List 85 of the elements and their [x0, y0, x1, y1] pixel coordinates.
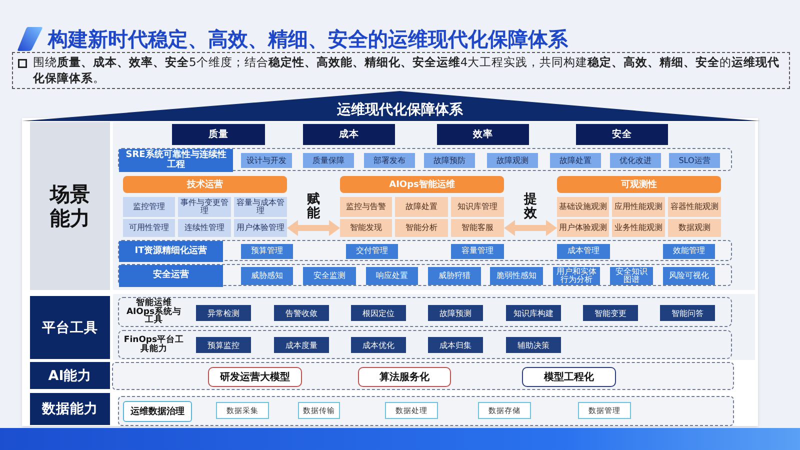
item-box: 根因定位 [351, 305, 406, 321]
item-box: 成本优化 [351, 337, 406, 353]
item-box: 辅助决策 [506, 337, 561, 353]
item-box: 成本归集 [428, 337, 483, 353]
item-box: 监控管理 [123, 197, 175, 217]
edge-label: 提效 [524, 193, 538, 221]
item-box: 容量管理 [451, 244, 504, 259]
item-box: 故障观测 [487, 153, 538, 168]
item-box: 容量与成本管理 [234, 197, 287, 217]
header-tab: 安全 [576, 124, 668, 145]
rounded-box: 模型工程化 [522, 367, 616, 387]
group-header: 技术运营 [123, 176, 287, 193]
dashed-group [118, 240, 732, 261]
item-box: 用户体验管理 [234, 219, 287, 237]
section-label: 平台工具 [30, 296, 110, 359]
item-box: SLO运营 [669, 153, 720, 168]
rounded-box: 研发运营大模型 [208, 367, 302, 387]
item-box: 应用性能观测 [612, 197, 665, 217]
item-box: 效能管理 [663, 244, 715, 259]
item-box: 风险可视化 [663, 267, 715, 285]
item-box: 用户和实体行为分析 [553, 267, 600, 285]
item-box: 智能分析 [395, 219, 448, 237]
item-box: 安全监测 [303, 267, 356, 285]
section-label: 场景能力 [30, 122, 110, 290]
item-box: 故障处置 [550, 153, 601, 168]
item-box: 告警收敛 [274, 305, 329, 321]
header-tab: 效率 [437, 124, 529, 145]
rounded-box: 算法服务化 [358, 367, 451, 387]
item-box: 部署发布 [364, 153, 415, 168]
item-box: 威胁狩猎 [428, 267, 481, 285]
header-tab: 成本 [303, 124, 395, 145]
row-header: 运维数据治理 [123, 401, 192, 422]
item-box: 故障预防 [424, 153, 475, 168]
item-box: 异常检测 [196, 305, 251, 321]
section-label: AI能力 [30, 362, 110, 389]
item-box: 预算监控 [196, 337, 251, 353]
item-box: 用户体验观测 [557, 219, 609, 237]
header-tab: 质量 [172, 124, 265, 145]
item-box: 威胁感知 [241, 267, 293, 285]
item-box: 容器性能观测 [668, 197, 721, 217]
item-box: 知识库管理 [451, 197, 504, 217]
section-label: 数据能力 [30, 393, 110, 425]
item-box: 响应处置 [366, 267, 418, 285]
item-box: 成本度量 [274, 337, 329, 353]
item-box: 基础设施观测 [557, 197, 609, 217]
row-header: IT资源精细化运营 [119, 241, 223, 262]
item-box: 成本管理 [557, 244, 610, 259]
item-box: 监控与告警 [340, 197, 392, 217]
double-arrow [287, 220, 340, 236]
dashed-group [118, 396, 734, 426]
item-box: 脆弱性感知 [490, 267, 543, 285]
item-box: 故障处置 [395, 197, 448, 217]
item-box: 可用性管理 [123, 219, 175, 237]
item-box: 智能问答 [660, 305, 715, 321]
edge-label: 赋能 [306, 193, 320, 221]
note-text: 围绕质量、成本、效率、安全5个维度；结合稳定性、高效能、精细化、安全运维4大工程实践，共同构建稳定、高效、精细、安全的运维现代化保障体系。 [33, 54, 781, 86]
item-box: 智能变更 [583, 305, 638, 321]
item-box: 交付管理 [346, 244, 398, 259]
item-box: 智能客服 [451, 219, 504, 237]
roof-banner: 运维现代化保障体系 [22, 90, 760, 121]
item-box: 优化改进 [610, 153, 661, 168]
item-box: 数据观测 [668, 219, 721, 237]
item-box: 智能发现 [340, 219, 392, 237]
group-header: AIOps智能运维 [340, 176, 504, 193]
dashed-group [118, 148, 732, 171]
item-box: 连续性管理 [178, 219, 231, 237]
item-box: 故障预测 [428, 305, 483, 321]
dashed-group [118, 297, 732, 327]
group-label: 智能运维AIOps系统与工具 [125, 298, 183, 326]
item-box: 事件与变更管理 [178, 197, 231, 217]
item-box: 预算管理 [241, 244, 293, 259]
item-box: 设计与开发 [241, 153, 292, 168]
row-header: 安全运营 [119, 265, 223, 287]
item-box: 安全知识图谱 [610, 267, 653, 285]
row-header: SRE系统可靠性与连续性工程 [119, 149, 233, 172]
item-box: 质量保障 [303, 153, 354, 168]
group-header: 可观测性 [557, 176, 721, 193]
item-box: 业务性能观测 [612, 219, 665, 237]
dashed-group [112, 362, 734, 390]
dashed-group [118, 330, 732, 359]
dashed-group [118, 264, 732, 286]
group-label: FinOps平台工具能力 [122, 334, 186, 356]
title: 构建新时代稳定、高效、精细、安全的运维现代化保障体系 [48, 26, 568, 53]
item-box: 知识库构建 [506, 305, 561, 321]
double-arrow [504, 220, 557, 236]
